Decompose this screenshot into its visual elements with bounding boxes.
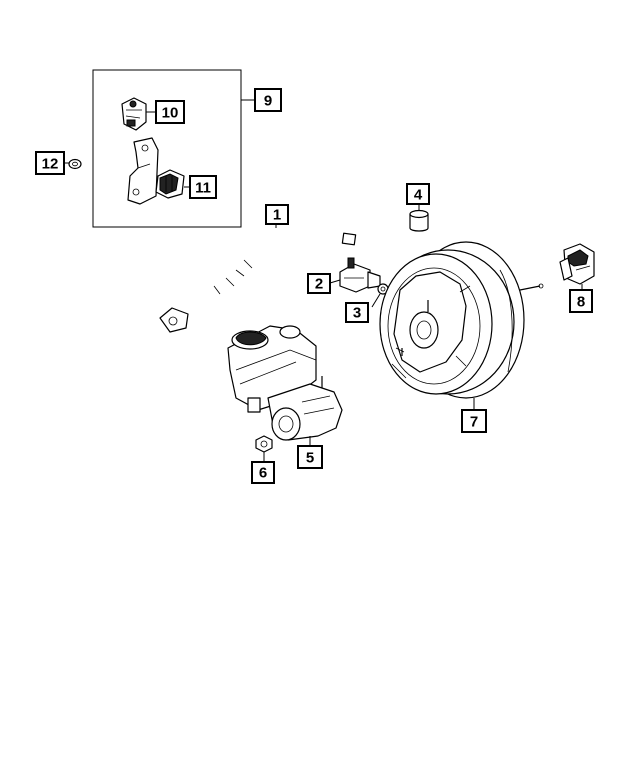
callout-11-label: 11 xyxy=(195,180,211,197)
part-11-sensor[interactable] xyxy=(155,169,185,199)
callout-4[interactable]: 4 xyxy=(406,183,430,205)
callout-5-label: 5 xyxy=(306,450,314,467)
callout-9-label: 9 xyxy=(264,93,272,110)
callout-1[interactable]: 1 xyxy=(265,204,289,225)
part-11-bracket[interactable] xyxy=(127,137,159,205)
callout-6[interactable]: 6 xyxy=(251,461,275,484)
part-4-check-valve[interactable] xyxy=(409,209,429,232)
part-1-vacuum-hose[interactable] xyxy=(159,198,357,333)
callout-4-label: 4 xyxy=(414,187,423,204)
callout-7[interactable]: 7 xyxy=(461,409,487,433)
part-10-clip[interactable] xyxy=(121,97,147,131)
callout-6-label: 6 xyxy=(259,465,267,482)
callout-1-label: 1 xyxy=(273,207,281,224)
callout-7-label: 7 xyxy=(470,414,478,431)
part-6-nut[interactable] xyxy=(255,435,273,453)
callout-10-label: 10 xyxy=(162,105,179,122)
part-8-sensor[interactable] xyxy=(559,243,595,285)
callout-12[interactable]: 12 xyxy=(35,151,65,175)
part-5-master-cylinder[interactable] xyxy=(227,325,343,441)
group-frame-9 xyxy=(92,69,242,228)
callout-5[interactable]: 5 xyxy=(297,445,323,469)
callout-9[interactable]: 9 xyxy=(254,88,282,112)
part-2-vacuum-sensor[interactable] xyxy=(339,257,381,293)
part-12-washer[interactable] xyxy=(68,158,82,170)
callout-11[interactable]: 11 xyxy=(189,175,217,199)
callout-10[interactable]: 10 xyxy=(155,100,185,124)
callout-2[interactable]: 2 xyxy=(307,273,331,294)
callout-3[interactable]: 3 xyxy=(345,302,369,323)
callout-12-label: 12 xyxy=(42,156,59,173)
callout-3-label: 3 xyxy=(353,305,361,322)
callout-8[interactable]: 8 xyxy=(569,289,593,313)
callout-8-label: 8 xyxy=(577,294,585,311)
part-7-brake-booster[interactable] xyxy=(379,241,544,399)
callout-2-label: 2 xyxy=(315,276,323,293)
